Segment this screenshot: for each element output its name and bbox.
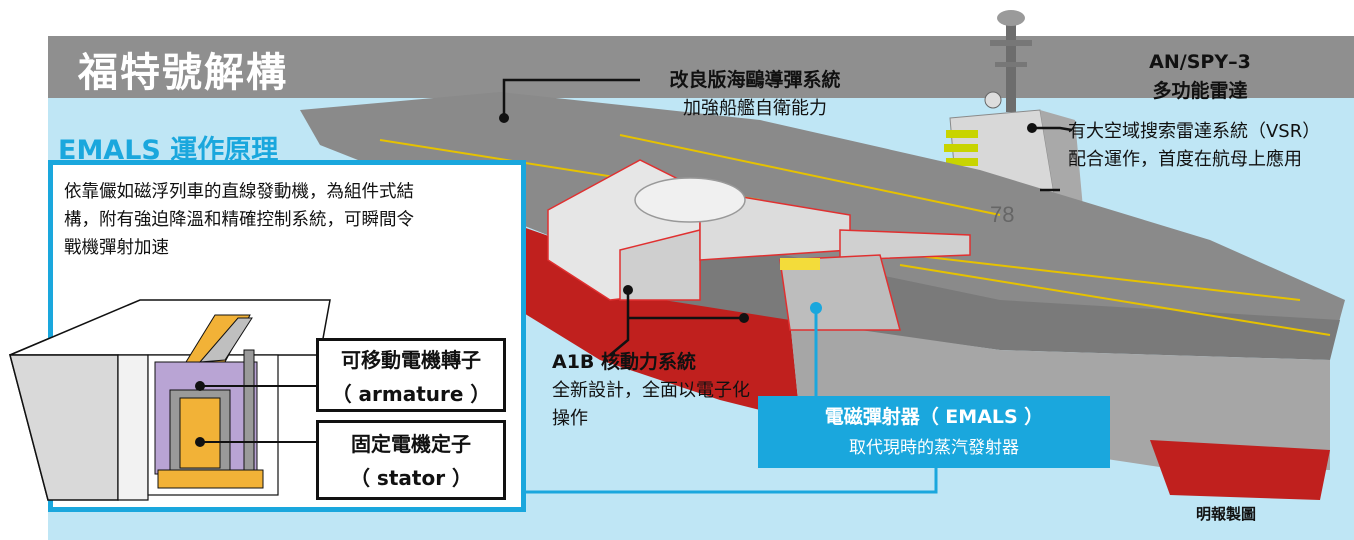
ship-mast: [984, 10, 1032, 112]
emals-description: 依靠儼如磁浮列車的直線發動機，為組件式結構，附有強迫降溫和精確控制系統，可瞬間令…: [64, 182, 414, 258]
stator-label-en: （ stator ）: [349, 466, 473, 490]
stator-label: 固定電機定子 （ stator ）: [316, 420, 506, 500]
cutaway-section: [547, 159, 971, 331]
reactor-title: A1B 核動力系統: [552, 351, 697, 373]
emals-callout-desc: 取代現時的蒸汽發射器: [849, 438, 1019, 458]
reactor-callout: A1B 核動力系統 全新設計，全面以電子化操作: [552, 348, 752, 433]
flight-deck-near: [560, 240, 1340, 360]
title-bar: [48, 36, 1354, 98]
stator-label-cn: 固定電機定子: [351, 432, 471, 456]
hull-number: 78: [990, 202, 1014, 227]
radar-title-line2: 多功能雷達: [1152, 80, 1248, 102]
armature-label-cn: 可移動電機轉子: [341, 348, 481, 372]
radar-desc: 有大空域搜索雷達系統（VSR）配合運作，首度在航母上應用: [1068, 121, 1312, 170]
armature-label-en: （ armature ）: [331, 382, 491, 406]
radar-callout: AN/SPY–3 多功能雷達: [1130, 48, 1270, 106]
armature-label: 可移動電機轉子 （ armature ）: [316, 338, 506, 412]
sea-sparrow-desc: 加強船艦自衛能力: [683, 98, 827, 119]
leader-lines: [502, 78, 1073, 356]
emals-cross-section: [9, 299, 331, 501]
emals-leader-line: [526, 308, 938, 494]
radar-title-line1: AN/SPY–3: [1149, 51, 1251, 73]
emals-callout-title: 電磁彈射器（ EMALS ）: [824, 406, 1044, 428]
catapult-track: [780, 258, 820, 270]
sea-sparrow-callout: 改良版海鷗導彈系統 加強船艦自衛能力: [640, 66, 870, 123]
reactor-desc: 全新設計，全面以電子化操作: [552, 380, 750, 429]
page-title: 福特號解構: [78, 50, 288, 96]
sea-sparrow-title: 改良版海鷗導彈系統: [669, 69, 841, 91]
emals-callout: 電磁彈射器（ EMALS ） 取代現時的蒸汽發射器: [758, 396, 1110, 468]
credit-label: 明報製圖: [1196, 505, 1257, 523]
